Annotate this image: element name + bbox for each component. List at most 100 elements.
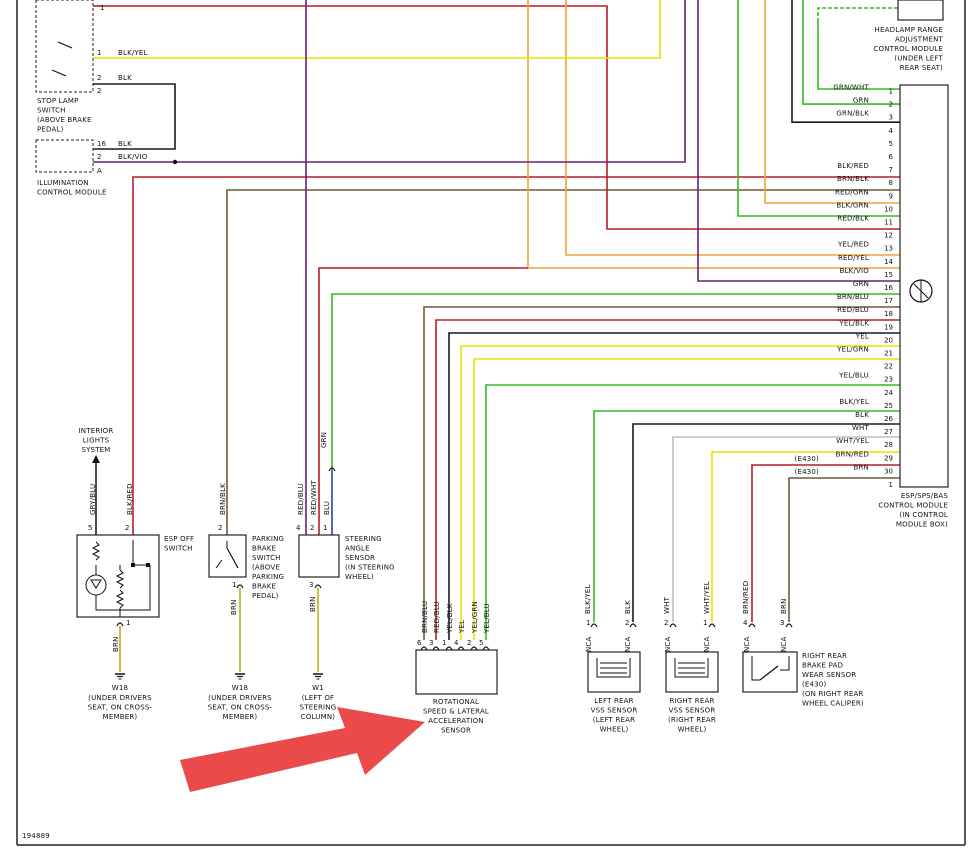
illumination-label-line: CONTROL MODULE	[37, 189, 107, 197]
right-rear-label-line: RIGHT REAR	[669, 697, 714, 705]
connector	[236, 584, 244, 589]
resistor-icon	[115, 589, 125, 609]
dashed-wire	[817, 7, 898, 20]
module-pin-wire-label: BRN/BLU	[837, 293, 869, 301]
module-pin-number: 27	[884, 428, 893, 436]
right-rear-label-line: WHEEL)	[678, 726, 707, 734]
switch-contact	[215, 559, 223, 569]
connector	[590, 623, 598, 628]
esp-module-label-line: (IN CONTROL	[899, 511, 948, 519]
module-pin-wire-label: WHT	[852, 424, 870, 432]
coil-icon	[596, 658, 631, 678]
module-pin-number: 19	[884, 323, 893, 331]
ground-label: W18	[112, 684, 128, 692]
ground-steering-location-line: STEERING	[300, 704, 337, 712]
wire-wht	[672, 436, 900, 622]
stop-lamp-pin: 2	[97, 87, 101, 95]
rotational-pin: 3	[429, 639, 433, 647]
connector	[445, 646, 453, 651]
nca-label: NCA	[780, 636, 788, 652]
left-rear-label-line: LEFT REAR	[594, 697, 633, 705]
wire-blk	[632, 423, 900, 622]
module-pin-number: 7	[889, 166, 893, 174]
rotational-wire-label: YEL/BLU	[483, 603, 491, 634]
wire-brn-red	[751, 464, 900, 622]
brake-pad-wire-label: BRN	[780, 598, 788, 614]
splice-dot	[172, 159, 178, 165]
brake-pad-label-line: WEAR SENSOR	[802, 671, 856, 679]
steering-wire-label: BRN	[309, 596, 317, 612]
rotational-wire-label: RED/BLU	[433, 601, 441, 633]
module-pin-wire-label: YEL	[855, 332, 869, 340]
wire-blk-loop	[93, 83, 176, 150]
wire-blk-yel-top	[93, 0, 661, 59]
steering-wire-label: BLU	[323, 501, 331, 515]
parking-wire-label: BRN	[230, 599, 238, 615]
module-pin-wire-label: BLK/GRN	[836, 201, 869, 209]
wire-layer	[93, 0, 900, 672]
rotational-pin: 2	[467, 639, 471, 647]
stop-lamp-wire-label: BLK/YEL	[118, 49, 148, 57]
left-rear-pin: 1	[586, 619, 590, 627]
brake-pad-wire-label: BRN/RED	[742, 581, 750, 614]
steering-label-line: SENSOR	[345, 554, 375, 562]
esp-off-pin: 5	[88, 524, 92, 532]
steering-angle-sensor	[298, 534, 340, 578]
brake-pad-label-line: BRAKE PAD	[802, 662, 843, 670]
module-pin-number: 14	[884, 258, 893, 266]
esp-module-label-line: MODULE BOX)	[896, 521, 948, 529]
connector	[457, 646, 465, 651]
ground-steering-location-line: (LEFT OF	[302, 694, 335, 702]
steering-pin: 2	[310, 524, 314, 532]
brake-pad-label-line: RIGHT REAR	[802, 652, 847, 660]
ground-parking-location-line: MEMBER)	[223, 713, 258, 721]
sensor-internal-wiring	[751, 656, 790, 681]
stop-lamp-pin: 2	[97, 74, 101, 82]
illumination-wire-label: BLK/VIO	[118, 153, 148, 161]
coil-icon	[674, 658, 709, 678]
module-pin-wire-label: BLK/YEL	[839, 398, 869, 406]
module-pin-wire-label: YEL/BLK	[838, 319, 869, 327]
nca-label: NCA	[624, 636, 632, 652]
module-pin-number: 22	[884, 363, 893, 371]
module-pin-wire-label: YEL/RED	[837, 241, 869, 249]
ground-esp-location-line: MEMBER)	[103, 713, 138, 721]
module-pin-number: 12	[884, 232, 893, 240]
wire-brn-blu	[423, 306, 900, 640]
stop-lamp-pin: 1	[97, 49, 101, 57]
esp-module-label-line: ESP/SPS/BAS	[901, 492, 949, 500]
wire-wht-yel	[711, 451, 900, 622]
e430-label: (E430)	[795, 468, 820, 476]
esp-off-pin: 2	[125, 524, 129, 532]
connector	[420, 646, 428, 651]
module-pin-number: 15	[884, 271, 893, 279]
esp-off-pin: 1	[126, 619, 130, 627]
esp-off-wire-label: BRN	[112, 636, 120, 652]
wire-yel-blk	[448, 332, 900, 640]
esp-module-label-line: CONTROL MODULE	[878, 502, 948, 510]
module-pin-number: 23	[884, 376, 893, 384]
steering-pin: 1	[323, 524, 327, 532]
ground-esp-location-line: (UNDER DRIVERS	[88, 694, 152, 702]
headlamp-label-line: CONTROL MODULE	[873, 45, 943, 53]
wire-red-blk	[100, 5, 900, 230]
stop-lamp-label-line: (ABOVE BRAKE	[37, 116, 92, 124]
rotational-pin: 4	[454, 639, 459, 647]
rotational-speed-sensor	[415, 649, 498, 695]
switch-contact	[131, 563, 135, 567]
module-pin-wire-label: GRN	[853, 280, 869, 288]
rotational-pin: 5	[479, 639, 483, 647]
parking-pin: 2	[218, 524, 222, 532]
brake-pad-pin: 4	[743, 619, 748, 627]
ground-label: W18	[232, 684, 248, 692]
rotational-wire-label: YEL/BLK	[446, 603, 454, 634]
module-pin-number: 13	[884, 245, 893, 253]
rotational-label-line: ROTATIONAL	[433, 698, 479, 706]
right-rear-pin: 2	[664, 619, 668, 627]
switch-contact	[57, 41, 73, 49]
steering-label-line: (IN STEERING	[345, 564, 395, 572]
headlamp-range-module	[897, 0, 944, 21]
stop-lamp-wire-label: BLK	[118, 74, 132, 82]
module-pin-wire-label: RED/YEL	[838, 254, 869, 262]
left-rear-label-line: WHEEL)	[600, 726, 629, 734]
